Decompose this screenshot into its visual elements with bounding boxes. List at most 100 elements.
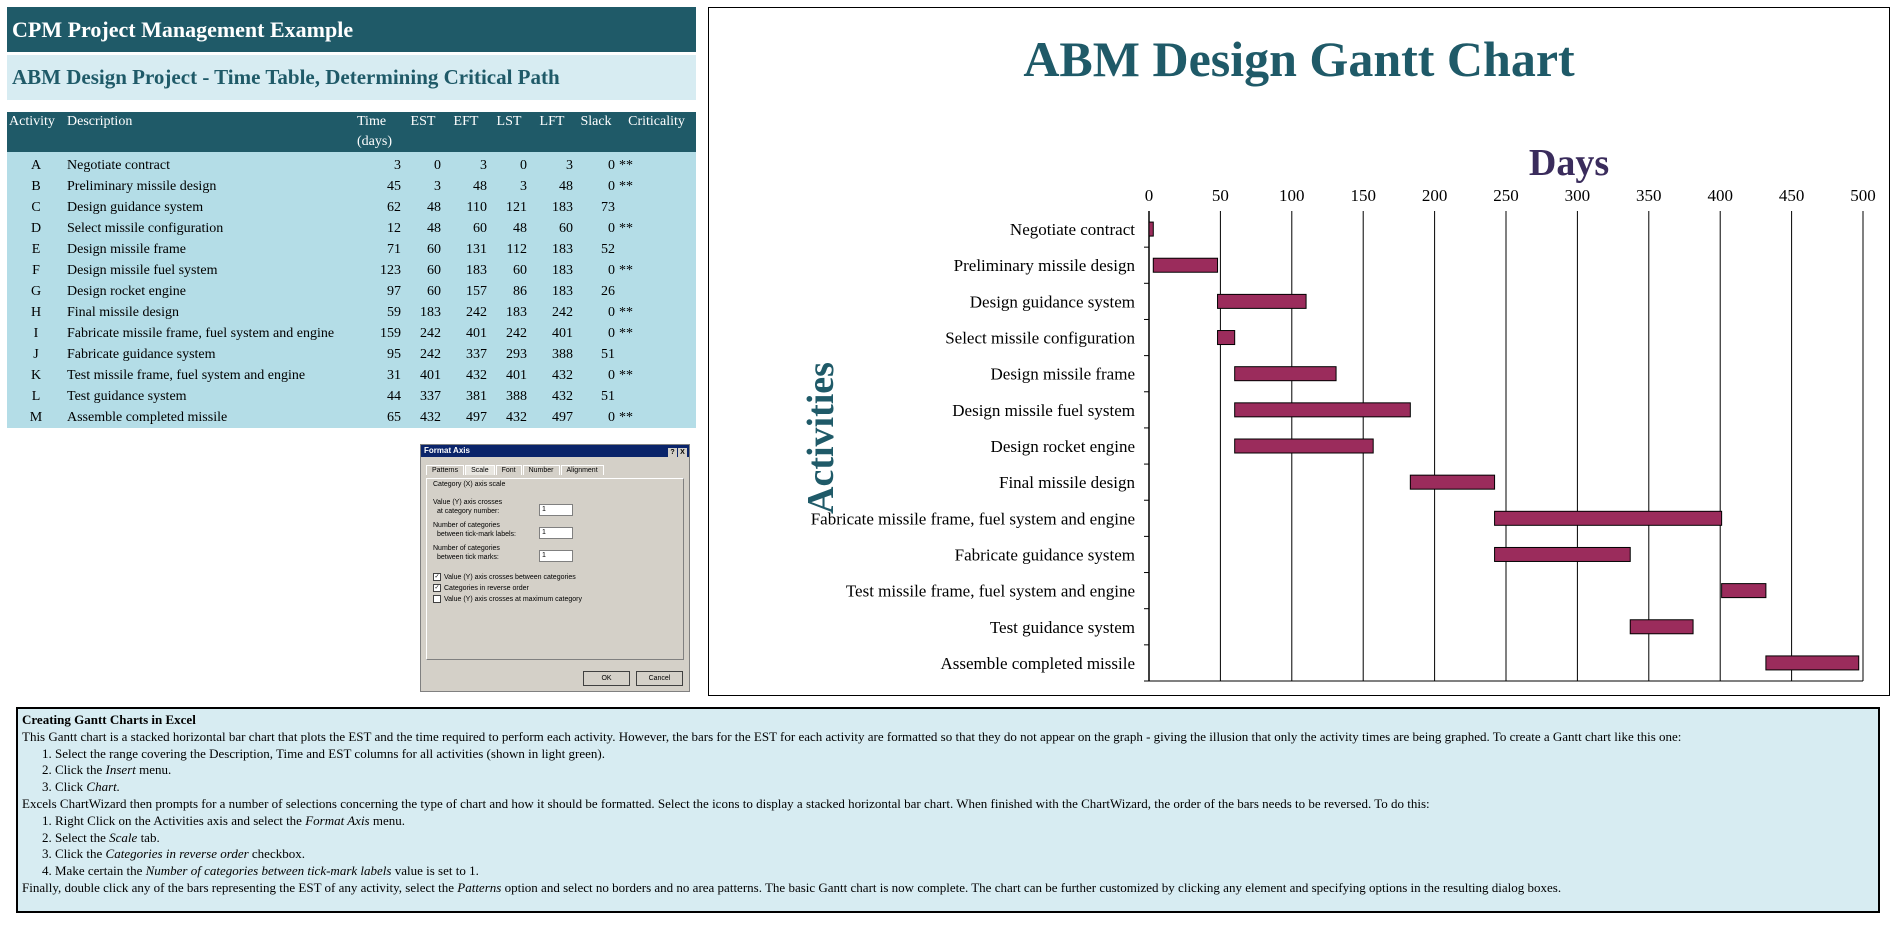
- category-label: Test guidance system: [990, 618, 1135, 637]
- cell-slack: 0: [575, 176, 617, 197]
- help-icon[interactable]: ?: [668, 448, 677, 457]
- step-2-b: Insert: [105, 762, 136, 778]
- check-row-2: ✓Categories in reverse order: [433, 584, 529, 592]
- col-activity: Activity: [7, 112, 65, 132]
- category-label: Final missile design: [999, 473, 1136, 492]
- step-3: 3. Click Chart.: [22, 779, 1874, 796]
- cell-time: 62: [355, 197, 403, 218]
- cell-description: Preliminary missile design: [65, 176, 355, 197]
- cell-est: 183: [403, 302, 443, 323]
- crosses-max-checkbox[interactable]: [433, 595, 441, 603]
- cpm-table: Activity Description Time EST EFT LST LF…: [7, 112, 696, 428]
- close-icon[interactable]: X: [678, 448, 687, 457]
- col-est: EST: [403, 112, 443, 132]
- cell-activity: D: [7, 218, 65, 239]
- cell-description: Design missile frame: [65, 239, 355, 260]
- tab-patterns[interactable]: Patterns: [426, 465, 465, 475]
- cell-lst: 3: [489, 176, 529, 197]
- cell-eft: 3: [443, 155, 489, 176]
- rstep-3-c: checkbox.: [248, 846, 305, 862]
- cell-lst: 183: [489, 302, 529, 323]
- dialog-titlebar: Format Axis ?X: [421, 445, 689, 457]
- gantt-bar: [1148, 221, 1154, 237]
- reverse-step-4: 4. Make certain the Number of categories…: [22, 863, 1874, 880]
- cell-crit: [617, 386, 696, 407]
- cell-slack: 51: [575, 344, 617, 365]
- step-1: 1. Select the range covering the Descrip…: [42, 745, 605, 761]
- tab-number[interactable]: Number: [522, 465, 560, 475]
- reverse-order-checkbox[interactable]: ✓: [433, 584, 441, 592]
- category-label: Fabricate missile frame, fuel system and…: [811, 509, 1135, 528]
- cell-crit: **: [617, 323, 696, 344]
- crosses-at-input[interactable]: 1: [539, 504, 573, 516]
- cell-eft: 110: [443, 197, 489, 218]
- cell-lft: 183: [529, 197, 575, 218]
- instructions-p3: Finally, double click any of the bars re…: [22, 880, 1874, 897]
- crosses-between-checkbox[interactable]: ✓: [433, 573, 441, 581]
- tab-scale[interactable]: Scale: [465, 465, 495, 475]
- x-tick-label: 500: [1850, 186, 1876, 205]
- col-slack: Slack: [575, 112, 617, 132]
- category-label: Test missile frame, fuel system and engi…: [846, 582, 1135, 601]
- category-label: Fabricate guidance system: [955, 545, 1135, 564]
- cell-activity: F: [7, 260, 65, 281]
- ok-button[interactable]: OK: [583, 671, 630, 686]
- cell-eft: 157: [443, 281, 489, 302]
- col-time: Time: [355, 112, 403, 132]
- cell-lft: 388: [529, 344, 575, 365]
- cell-lst: 48: [489, 218, 529, 239]
- reverse-step-2: 2. Select the Scale tab.: [22, 830, 1874, 847]
- x-axis-title: Days: [1528, 142, 1610, 184]
- cell-activity: C: [7, 197, 65, 218]
- cell-est: 48: [403, 218, 443, 239]
- tick-labels-input[interactable]: 1: [539, 527, 573, 539]
- col-description: Description: [65, 112, 355, 132]
- tick-marks-input[interactable]: 1: [539, 550, 573, 562]
- instructions-p1: This Gantt chart is a stacked horizontal…: [22, 728, 1682, 744]
- cell-crit: [617, 197, 696, 218]
- rstep-2-c: tab.: [137, 829, 160, 845]
- field1-label-a: Value (Y) axis crosses: [433, 499, 503, 506]
- cell-time: 159: [355, 323, 403, 344]
- cell-est: 337: [403, 386, 443, 407]
- cell-description: Fabricate guidance system: [65, 344, 355, 365]
- p3-c: option and select no borders and no area…: [501, 879, 1562, 895]
- cell-time: 95: [355, 344, 403, 365]
- cell-activity: A: [7, 155, 65, 176]
- cell-activity: L: [7, 386, 65, 407]
- cell-crit: [617, 239, 696, 260]
- cell-eft: 497: [443, 407, 489, 428]
- cell-slack: 52: [575, 239, 617, 260]
- cell-est: 432: [403, 407, 443, 428]
- cell-est: 0: [403, 155, 443, 176]
- rstep-4-a: 4. Make certain the: [42, 863, 146, 879]
- rstep-4-b: Number of categories between tick-mark l…: [145, 863, 392, 879]
- cell-crit: **: [617, 302, 696, 323]
- gantt-bar: [1217, 293, 1307, 309]
- cell-description: Test guidance system: [65, 386, 355, 407]
- cell-activity: H: [7, 302, 65, 323]
- cell-slack: 0: [575, 407, 617, 428]
- cell-lst: 121: [489, 197, 529, 218]
- gantt-bar: [1494, 510, 1723, 526]
- field1-label-b: at category number:: [437, 508, 500, 515]
- cell-crit: **: [617, 155, 696, 176]
- x-tick-label: 50: [1212, 186, 1229, 205]
- tab-font[interactable]: Font: [495, 465, 522, 475]
- cell-lst: 242: [489, 323, 529, 344]
- step-2: 2. Click the Insert menu.: [22, 762, 1874, 779]
- cancel-button[interactable]: Cancel: [636, 671, 683, 686]
- cell-est: 401: [403, 365, 443, 386]
- check-row-3: Value (Y) axis crosses at maximum catego…: [433, 595, 582, 603]
- tab-alignment[interactable]: Alignment: [560, 465, 604, 475]
- cell-lst: 0: [489, 155, 529, 176]
- cell-eft: 131: [443, 239, 489, 260]
- cell-activity: J: [7, 344, 65, 365]
- cell-eft: 48: [443, 176, 489, 197]
- sheet-title: CPM Project Management Example: [7, 7, 696, 52]
